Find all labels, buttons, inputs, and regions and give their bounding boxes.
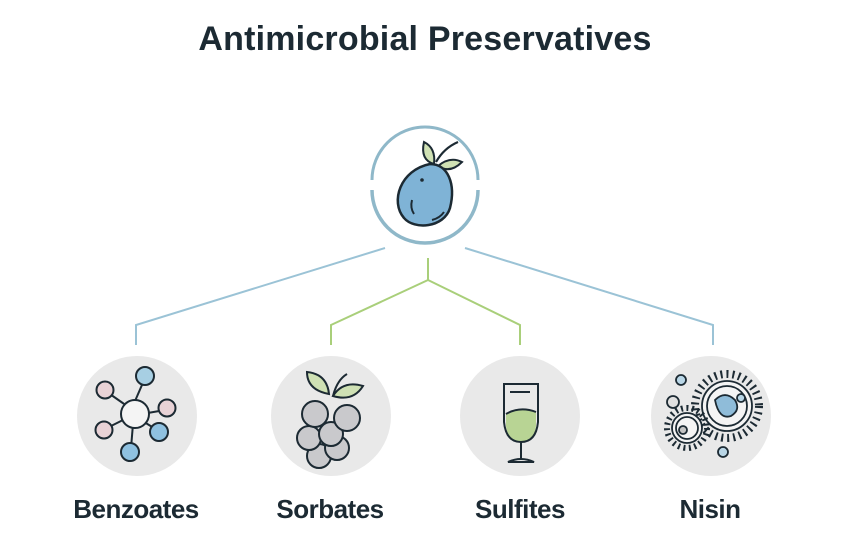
- sorbates-label: Sorbates: [276, 494, 384, 524]
- molecule-icon: [94, 366, 177, 462]
- diagram-title: Antimicrobial Preservatives: [198, 20, 652, 58]
- sulfites-node: [460, 356, 580, 476]
- benzoates-node: [77, 356, 197, 476]
- wine-glass-icon: [503, 383, 539, 463]
- root-node: [360, 120, 490, 250]
- microbe-icon: [664, 370, 763, 458]
- fruit-berry-icon: [370, 125, 480, 245]
- nisin-label: Nisin: [679, 494, 741, 524]
- benzoates-label: Benzoates: [73, 494, 199, 524]
- nisin-node: [651, 356, 771, 476]
- sulfites-label: Sulfites: [475, 494, 565, 524]
- berries-icon: [296, 370, 365, 469]
- sorbates-node: [271, 356, 391, 476]
